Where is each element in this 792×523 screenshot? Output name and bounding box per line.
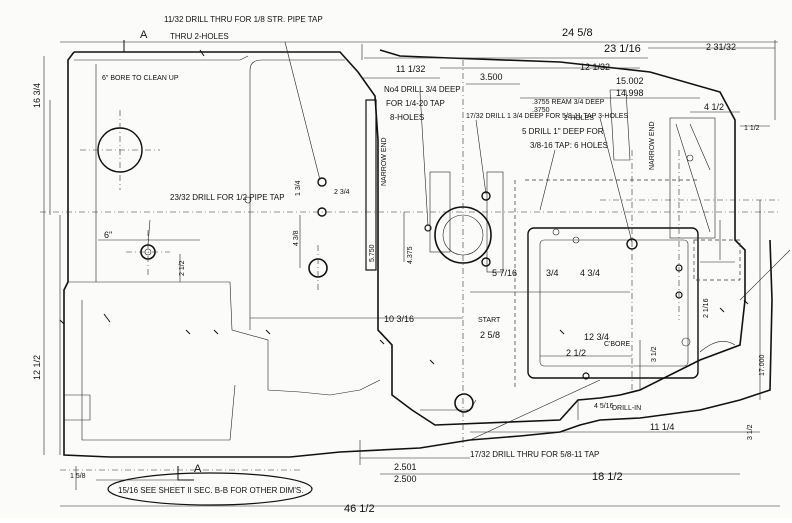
note-drill-thru-bottom: 17/32 DRILL THRU FOR 5/8-11 TAP: [470, 450, 599, 459]
leaders: [147, 41, 791, 441]
note-start: START: [478, 317, 501, 324]
note-ream-deep: .3755 REAM 3/4 DEEP: [532, 99, 605, 106]
see-sheet-callout: [107, 472, 313, 506]
note-c-bore: C'BORE: [604, 341, 631, 348]
dim-15-002: 15.002: [616, 76, 644, 86]
dim-12-3-4: 12 3/4: [584, 332, 609, 342]
dim-3-1-2: 3 1/2: [651, 346, 658, 362]
note-drill-pipe-tap-top: 11/32 DRILL THRU FOR 1/8 STR. PIPE TAP: [164, 15, 323, 24]
note-drill-deep: 17/32 DRILL 1 3/4 DEEP FOR 5/8-11 TAP 3-…: [466, 113, 628, 120]
dim-17-000: 17.000: [759, 354, 766, 376]
note-drill-pipe-tap-left: 23/32 DRILL FOR 1/2 PIPE TAP: [170, 193, 285, 202]
dim-12-1-2: 12 1/2: [32, 355, 42, 380]
dim-16-3-4: 16 3/4: [32, 83, 42, 108]
drill-thru-hole: [454, 393, 474, 413]
dim-23-1-16: 23 1/16: [604, 43, 641, 55]
dim-4-1-2: 4 1/2: [704, 102, 724, 112]
note-thru-2-holes: THRU 2-HOLES: [170, 32, 229, 41]
dim-4-3-4: 4 3/4: [580, 268, 600, 278]
dim-10-3-16: 10 3/16: [384, 314, 414, 324]
dim-2-5-8: 2 5/8: [480, 330, 500, 340]
dim-11-1-4: 11 1/4: [650, 422, 674, 432]
dim-12-1-32: 12 1/32: [580, 62, 610, 72]
dim-4-375: 4.375: [407, 246, 414, 264]
dim-1-5-8: 1 5/8: [70, 473, 86, 480]
dim-46-1-2: 46 1/2: [344, 503, 375, 515]
dim-4-5-16: 4 5/16: [594, 403, 614, 410]
section-markers: [123, 40, 194, 481]
dim-4-3-8: 4 3/8: [293, 230, 300, 246]
dim-2-500: 2.500: [394, 474, 417, 484]
dim-5-7-16: 5 7/16: [492, 268, 517, 278]
dim-14-998: 14.998: [616, 88, 644, 98]
dim-3-1-2-b: 3 1/2: [747, 424, 754, 440]
note-two-holes: 2-HOLES: [564, 115, 594, 122]
dim-6: 6": [104, 230, 112, 240]
note-narrow-end-left: NARROW END: [381, 137, 388, 186]
dim-18-1-2: 18 1/2: [592, 471, 623, 483]
dim-3-4: 3/4: [546, 268, 559, 278]
note-for-tap: FOR 1/4-20 TAP: [386, 99, 445, 108]
dim-11-1-32: 11 1/32: [396, 64, 425, 74]
dim-2-31-32: 2 31/32: [706, 42, 736, 52]
note-see-sheet: 15/16 SEE SHEET II SEC. B-B FOR OTHER DI…: [118, 486, 303, 495]
dim-2-3-4: 2 3/4: [334, 189, 350, 196]
note-tap-6-holes: 3/8-16 TAP: 6 HOLES: [530, 141, 608, 150]
dim-2-501: 2.501: [394, 462, 417, 472]
section-a-top: A: [140, 29, 148, 41]
inner-pocket: [514, 117, 741, 390]
dim-overall-width: 24 5/8: [562, 27, 593, 39]
tick-marks: [59, 49, 749, 365]
note-drill-in: DRILL-IN: [612, 405, 641, 412]
note-no4-drill: No4 DRILL 3/4 DEEP: [384, 85, 461, 94]
dim-1-3-4: 1 3/4: [295, 180, 302, 196]
dim-3-500: 3.500: [480, 72, 503, 82]
part-outline: [63, 49, 773, 458]
section-a-bottom: A: [194, 463, 202, 475]
dim-2-1-16: 2 1/16: [703, 298, 710, 318]
centerlines: [40, 60, 780, 471]
dim-2-1-2: 2 1/2: [179, 260, 186, 276]
holes: [97, 127, 694, 413]
note-bore-clean-up: 6" BORE TO CLEAN UP: [102, 75, 179, 82]
note-8-holes: 8-HOLES: [390, 113, 424, 122]
dimension-lines: [43, 40, 780, 507]
dim-5-750: 5.750: [369, 244, 376, 262]
dim-2-1-2-b: 2 1/2: [566, 348, 586, 358]
note-drill-5-16: 5 DRILL 1" DEEP FOR: [522, 127, 604, 136]
dim-1-1-2: 1 1/2: [744, 125, 760, 132]
note-ream-dim-low: .3750: [532, 107, 550, 114]
note-narrow-end-right: NARROW END: [649, 121, 656, 170]
